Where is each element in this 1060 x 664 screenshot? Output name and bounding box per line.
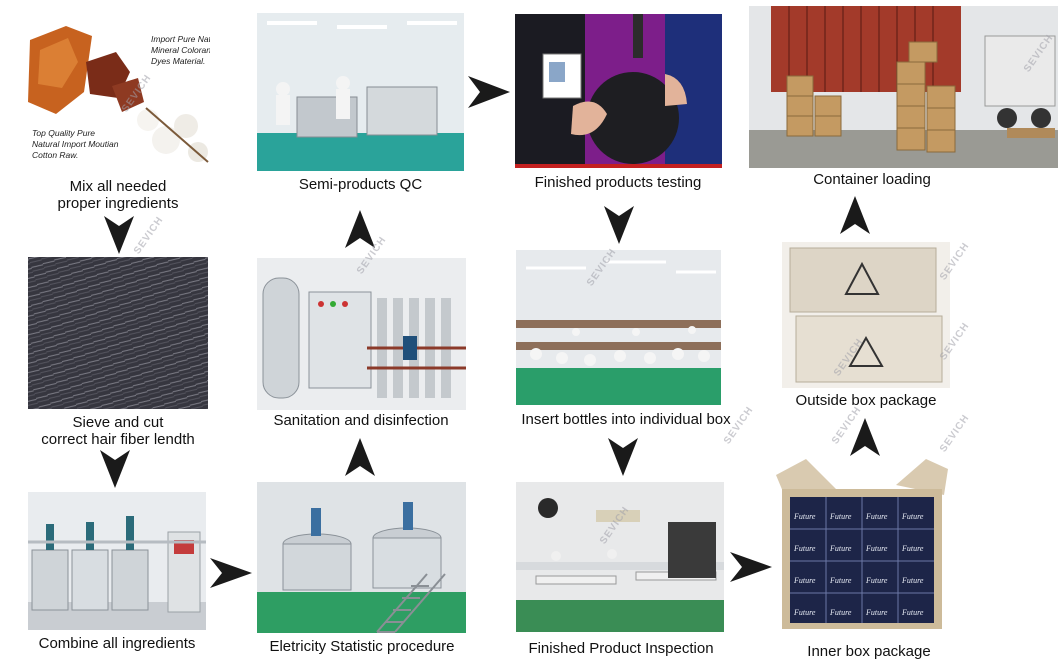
box-brand: Future bbox=[901, 608, 924, 617]
watermark: SEVICH bbox=[938, 412, 972, 455]
box-brand: Future bbox=[901, 512, 924, 521]
watermark: SEVICH bbox=[132, 214, 166, 257]
photo-label-line: Natural Import Moutian bbox=[32, 139, 119, 149]
photo-outside-box bbox=[782, 242, 950, 388]
box-brand: Future bbox=[829, 544, 852, 553]
caption-inner-box: Inner box package bbox=[776, 643, 962, 660]
caption-combine: Combine all ingredients bbox=[24, 635, 210, 652]
photo-label-line: Cotton Raw. bbox=[32, 150, 78, 160]
box-brand: Future bbox=[793, 576, 816, 585]
caption-semi-products: Semi-products QC bbox=[257, 176, 464, 193]
box-brand: Future bbox=[901, 544, 924, 553]
box-brand: Future bbox=[901, 576, 924, 585]
arrow-up-icon bbox=[345, 438, 375, 476]
caption-line: Eletricity Statistic procedure bbox=[269, 638, 455, 655]
box-brand: Future bbox=[829, 608, 852, 617]
box-brand: Future bbox=[865, 608, 888, 617]
caption-line: proper ingredients bbox=[57, 195, 179, 212]
caption-container-loading: Container loading bbox=[760, 171, 984, 188]
box-brand: Future bbox=[865, 544, 888, 553]
caption-mix-ingredients: Mix all needed proper ingredients bbox=[26, 178, 210, 212]
photo-ingredients: Import Pure Natural Mineral Colorant Dye… bbox=[26, 22, 210, 172]
caption-line: Inner box package bbox=[807, 643, 931, 660]
caption-line: Sanitation and disinfection bbox=[273, 412, 449, 429]
arrow-down-icon bbox=[100, 450, 130, 488]
caption-product-testing: Finished products testing bbox=[512, 174, 724, 191]
box-brand: Future bbox=[793, 544, 816, 553]
photo-label-line: Dyes Material. bbox=[151, 56, 205, 66]
caption-sieve-cut: Sieve and cut correct hair fiber lendth bbox=[28, 414, 208, 448]
box-brand: Future bbox=[865, 512, 888, 521]
caption-sanitation: Sanitation and disinfection bbox=[255, 412, 467, 429]
caption-line: Sieve and cut bbox=[72, 414, 164, 431]
photo-sanitation bbox=[257, 258, 466, 410]
caption-line: correct hair fiber lendth bbox=[41, 431, 195, 448]
photo-hair-fiber bbox=[28, 257, 208, 409]
caption-line: Finished products testing bbox=[534, 174, 702, 191]
arrow-right-icon bbox=[210, 558, 252, 588]
photo-combine-tanks bbox=[28, 492, 206, 630]
photo-label-line: Import Pure Natural bbox=[151, 34, 210, 44]
arrow-up-icon bbox=[840, 196, 870, 234]
photo-inspection bbox=[516, 482, 724, 632]
caption-line: Mix all needed bbox=[69, 178, 167, 195]
photo-tank-room bbox=[257, 482, 466, 633]
caption-insert-bottles: Insert bottles into individual box bbox=[511, 411, 741, 428]
caption-line: Outside box package bbox=[795, 392, 937, 409]
caption-outside-box: Outside box package bbox=[782, 392, 950, 409]
arrow-up-icon bbox=[850, 418, 880, 456]
photo-label-line: Mineral Colorant bbox=[151, 45, 210, 55]
arrow-right-icon bbox=[468, 76, 510, 108]
caption-electricity: Eletricity Statistic procedure bbox=[255, 638, 469, 655]
caption-line: Container loading bbox=[813, 171, 931, 188]
box-brand: Future bbox=[793, 608, 816, 617]
arrow-down-icon bbox=[604, 206, 634, 244]
box-brand: Future bbox=[829, 576, 852, 585]
arrow-up-icon bbox=[345, 210, 375, 248]
photo-insert-bottles bbox=[516, 250, 721, 405]
photo-inner-box: Future Future Future Future Future Futur… bbox=[776, 459, 948, 634]
arrow-down-icon bbox=[104, 216, 134, 254]
caption-inspection: Finished Product Inspection bbox=[514, 640, 728, 657]
box-brand: Future bbox=[829, 512, 852, 521]
caption-line: Finished Product Inspection bbox=[528, 640, 714, 657]
box-brand: Future bbox=[793, 512, 816, 521]
photo-semi-products bbox=[257, 13, 464, 171]
caption-line: Insert bottles into individual box bbox=[521, 411, 731, 428]
arrow-right-icon bbox=[730, 552, 772, 582]
arrow-down-icon bbox=[608, 438, 638, 476]
photo-label-line: Top Quality Pure bbox=[32, 128, 95, 138]
caption-line: Combine all ingredients bbox=[38, 635, 196, 652]
box-brand: Future bbox=[865, 576, 888, 585]
photo-product-testing bbox=[515, 14, 722, 168]
photo-container-loading bbox=[749, 6, 1058, 168]
caption-line: Semi-products QC bbox=[298, 176, 423, 193]
